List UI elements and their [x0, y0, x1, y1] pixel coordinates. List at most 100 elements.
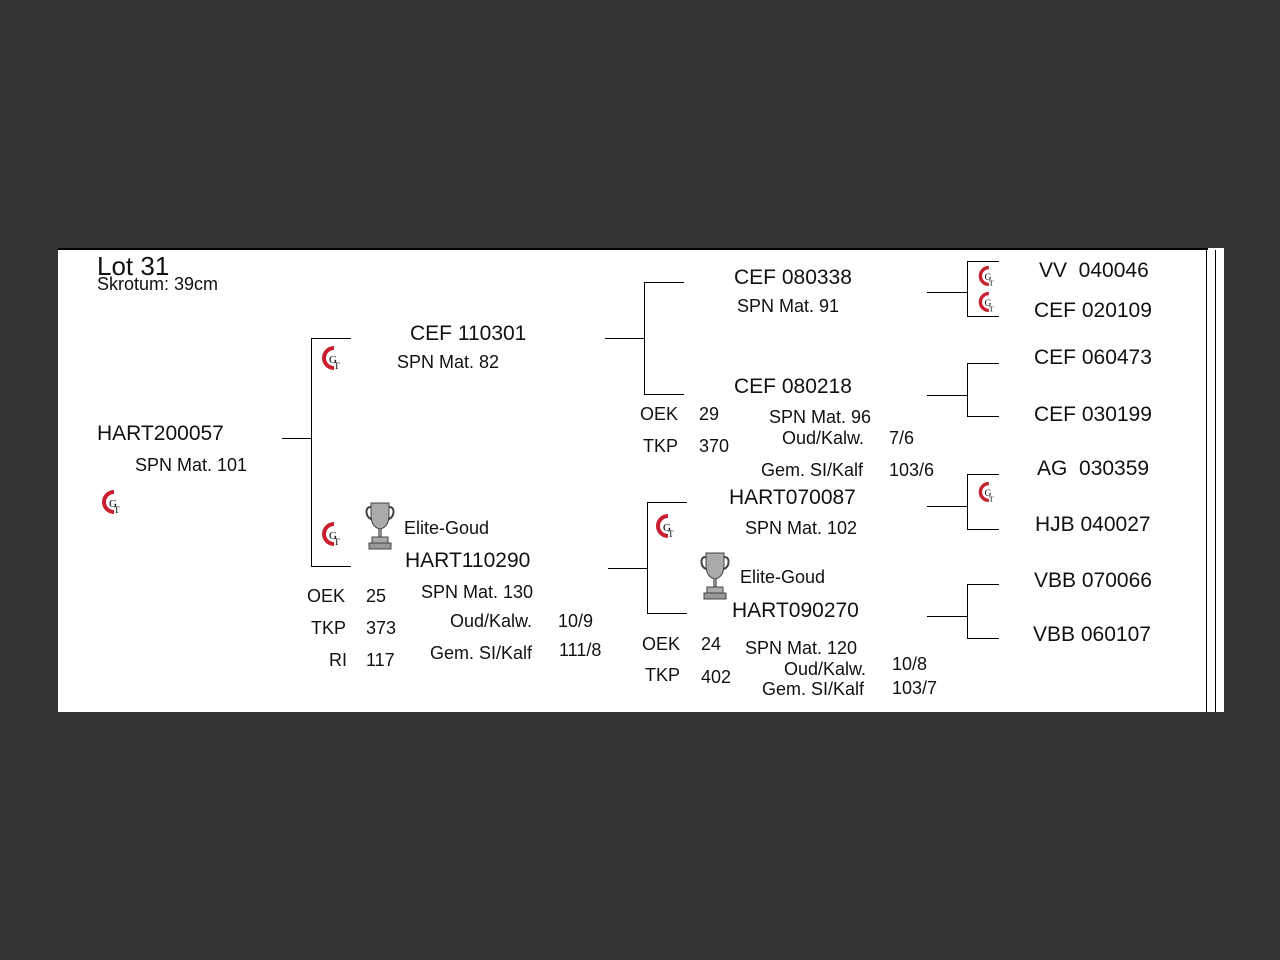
connector [967, 261, 968, 317]
gt-logo-icon: GT [978, 291, 994, 313]
dam-sire-id: HART070087 [729, 486, 856, 509]
sire-dam-oud-value: 7/6 [889, 428, 915, 448]
connector [644, 282, 684, 283]
subject-spn: SPN Mat. 101 [135, 455, 248, 475]
connector [967, 474, 968, 530]
gen4-ancestor: VV 040046 [1039, 259, 1149, 282]
dam-dam-stat-value: 402 [701, 667, 732, 687]
svg-text:G: G [329, 530, 337, 542]
dam-oud-label: Oud/Kalw. [450, 611, 533, 631]
connector [927, 292, 968, 293]
dam-dam-oud-value: 10/8 [892, 654, 928, 674]
sire-dam-stat-value: 370 [699, 436, 730, 456]
connector [282, 438, 312, 439]
gt-logo-icon: GT [322, 346, 340, 371]
dam-stat-value: 117 [366, 650, 395, 670]
connector [967, 474, 999, 475]
dam-stat-label: OEK [307, 586, 346, 606]
svg-text:T: T [989, 304, 994, 313]
gen4-ancestor: CEF 060473 [1034, 346, 1152, 369]
connector [967, 584, 968, 639]
skrotum-label: Skrotum: 39cm [97, 274, 219, 294]
next-page-border [1215, 250, 1216, 712]
connector [967, 584, 999, 585]
pedigree-page [58, 248, 1224, 712]
gt-logo-icon: GT [978, 481, 994, 503]
svg-text:T: T [334, 537, 340, 547]
dam-stat-label: RI [329, 650, 347, 670]
sire-dam-gem-label: Gem. SI/Kalf [761, 460, 864, 480]
dam-dam-id: HART090270 [732, 599, 859, 622]
dam-dam-award: Elite-Goud [740, 567, 826, 587]
dam-dam-spn: SPN Mat. 120 [745, 638, 858, 658]
svg-text:G: G [985, 489, 992, 499]
dam-stat-value: 373 [366, 618, 397, 638]
dam-oud-value: 10/9 [558, 611, 594, 631]
sire-sire-id: CEF 080338 [734, 266, 852, 289]
gt-logo-icon: GT [102, 490, 120, 515]
page-right-border [1206, 250, 1207, 712]
sire-dam-stat-value: 29 [699, 404, 720, 424]
connector [644, 394, 684, 395]
svg-text:G: G [985, 299, 992, 309]
connector [967, 316, 999, 317]
sire-dam-stat-label: OEK [640, 404, 679, 424]
connector [311, 566, 351, 567]
gen4-ancestor: CEF 020109 [1034, 299, 1152, 322]
sire-dam-stat-label: TKP [643, 436, 679, 456]
svg-text:G: G [663, 522, 671, 534]
connector [927, 616, 968, 617]
connector [927, 395, 968, 396]
gen4-ancestor: HJB 040027 [1035, 513, 1151, 536]
dam-gem-value: 111/8 [559, 640, 602, 660]
sire-dam-gem-value: 103/6 [889, 460, 935, 480]
gen4-ancestor: CEF 030199 [1034, 403, 1152, 426]
connector [605, 338, 645, 339]
gt-logo-icon: GT [656, 514, 674, 539]
sire-id: CEF 110301 [410, 322, 527, 345]
svg-text:T: T [114, 505, 120, 515]
dam-dam-gem-label: Gem. SI/Kalf [762, 679, 865, 699]
dam-spn: SPN Mat. 130 [421, 582, 534, 602]
connector [647, 502, 648, 614]
svg-text:G: G [329, 354, 337, 366]
gen4-ancestor: VBB 060107 [1033, 623, 1151, 646]
svg-text:T: T [668, 529, 674, 539]
trophy-icon [365, 502, 395, 550]
trophy-icon [700, 552, 730, 600]
connector [647, 502, 687, 503]
sire-spn: SPN Mat. 82 [397, 352, 500, 372]
connector [967, 638, 999, 639]
sire-dam-spn: SPN Mat. 96 [769, 407, 872, 427]
svg-text:G: G [109, 498, 117, 510]
dam-dam-stat-label: TKP [645, 665, 681, 685]
dam-gem-label: Gem. SI/Kalf [430, 643, 533, 663]
svg-text:G: G [985, 273, 992, 283]
connector [311, 338, 312, 567]
svg-text:T: T [334, 361, 340, 371]
sire-sire-spn: SPN Mat. 91 [737, 296, 840, 316]
gt-logo-icon: GT [978, 265, 994, 287]
dam-award: Elite-Goud [404, 518, 490, 538]
dam-sire-spn: SPN Mat. 102 [745, 518, 858, 538]
connector [967, 416, 999, 417]
lot-title: Lot 31 [97, 251, 170, 281]
svg-text:T: T [989, 278, 994, 287]
connector [608, 568, 648, 569]
dam-stat-value: 25 [366, 586, 387, 606]
svg-text:T: T [989, 494, 994, 503]
sire-dam-id: CEF 080218 [734, 375, 852, 398]
connector [967, 529, 999, 530]
dam-dam-gem-value: 103/7 [892, 678, 938, 698]
dam-stat-label: TKP [311, 618, 347, 638]
subject-id: HART200057 [97, 422, 224, 445]
dam-id: HART110290 [405, 549, 531, 572]
sire-dam-oud-label: Oud/Kalw. [782, 428, 865, 448]
connector [967, 363, 999, 364]
gt-logo-icon: GT [322, 522, 340, 547]
connector [311, 338, 351, 339]
top-border [58, 248, 1208, 250]
dam-dam-stat-label: OEK [642, 634, 681, 654]
gen4-ancestor: VBB 070066 [1034, 569, 1152, 592]
connector [967, 261, 999, 262]
